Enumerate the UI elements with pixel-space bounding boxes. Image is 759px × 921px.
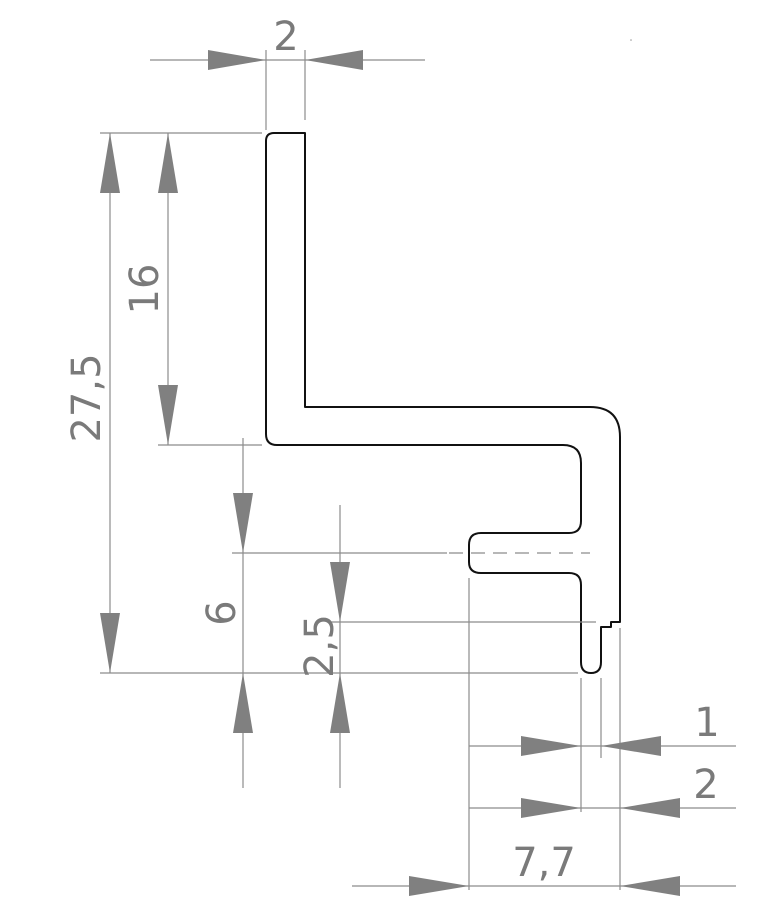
dimension-label-lip-offset: 2,5 (297, 614, 343, 678)
dimension-top-width: 2 (150, 14, 425, 70)
dimension-bottom-width: 7,7 (352, 840, 736, 896)
dimension-lip-offset: 2,5 (297, 505, 350, 788)
dimension-label-bottom-width: 7,7 (512, 840, 576, 886)
dimension-label-lower-height: 6 (199, 600, 245, 625)
speck (630, 39, 632, 41)
dimension-upper-height: 16 (122, 133, 178, 445)
dimension-lower-height: 6 (199, 438, 253, 788)
dimension-label-tip-offset: 2 (693, 762, 718, 808)
dimension-label-upper-height: 16 (122, 264, 168, 315)
dimension-label-tip-width: 1 (694, 700, 719, 746)
dimension-label-total-height: 27,5 (64, 353, 110, 442)
dimension-tip-width: 1 (469, 700, 736, 756)
dimension-total-height: 27,5 (64, 133, 120, 673)
extension-lines (100, 50, 621, 890)
dimension-tip-offset: 2 (469, 762, 736, 818)
profile-outline (265, 132, 621, 674)
dimension-label-top-width: 2 (273, 14, 298, 60)
